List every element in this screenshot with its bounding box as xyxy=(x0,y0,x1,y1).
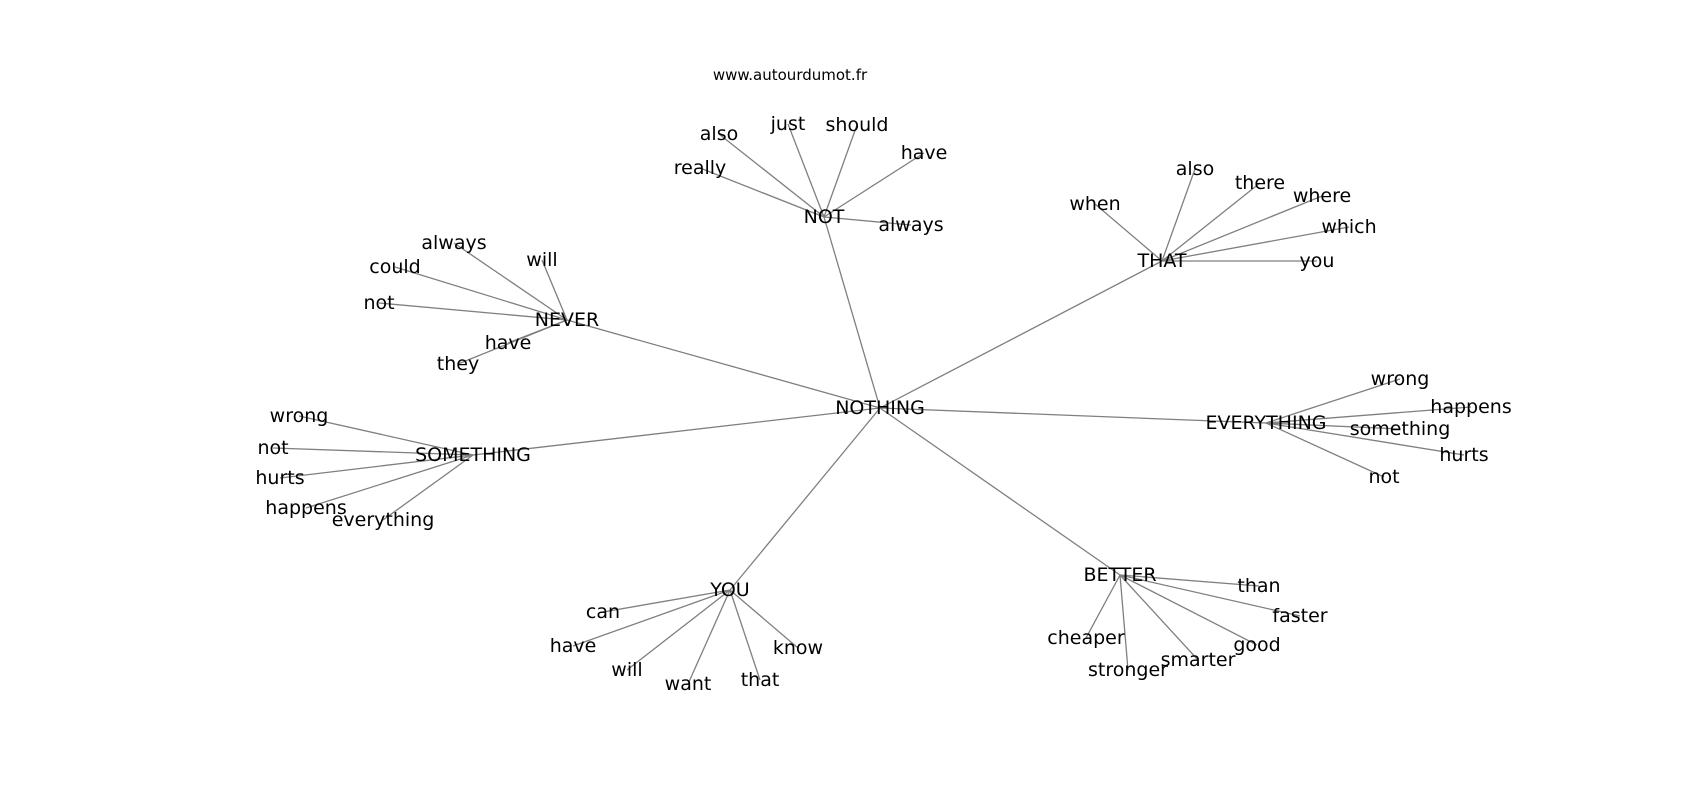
leaf-word-you-have: have xyxy=(550,635,597,657)
leaf-word-better-faster: faster xyxy=(1272,605,1327,627)
branch-word-something: SOMETHING xyxy=(415,444,531,466)
leaf-word-not-also: also xyxy=(700,123,738,145)
edge-you-know xyxy=(729,589,799,649)
leaf-word-you-will: will xyxy=(611,659,642,681)
edge-better-than xyxy=(1119,574,1260,587)
branch-word-you: YOU xyxy=(709,579,749,601)
leaf-word-you-know: know xyxy=(773,637,823,659)
edge-not-have xyxy=(823,152,925,218)
leaf-word-never-have: have xyxy=(485,332,532,354)
edge-center-everything xyxy=(879,407,1267,424)
edge-better-smarter xyxy=(1119,574,1199,661)
leaf-word-never-always: always xyxy=(421,232,486,254)
branch-word-everything: EVERYTHING xyxy=(1205,412,1326,434)
leaf-word-everything-wrong: wrong xyxy=(1371,368,1430,390)
branch-word-never: NEVER xyxy=(535,309,599,331)
leaf-word-everything-not: not xyxy=(1368,466,1399,488)
leaf-word-something-not: not xyxy=(257,437,288,459)
edge-that-which xyxy=(1161,226,1350,262)
edge-center-never xyxy=(566,319,881,409)
leaf-word-not-should: should xyxy=(826,114,889,136)
edge-not-just xyxy=(787,123,825,218)
edge-better-stronger xyxy=(1119,574,1129,671)
edge-never-could xyxy=(394,266,568,321)
edge-never-always xyxy=(453,242,568,321)
edge-not-always xyxy=(823,216,912,226)
leaf-word-everything-something: something xyxy=(1350,418,1451,440)
edge-never-they xyxy=(457,319,568,365)
edge-center-something xyxy=(472,407,881,456)
edge-better-good xyxy=(1119,574,1258,646)
edge-never-not xyxy=(378,302,568,321)
edge-you-will xyxy=(626,589,731,671)
edge-that-there xyxy=(1161,182,1261,262)
leaf-word-better-stronger: stronger xyxy=(1088,659,1168,681)
leaf-word-you-want: want xyxy=(665,673,712,695)
edge-everything-hurts xyxy=(1265,422,1465,456)
edge-center-not xyxy=(823,216,881,409)
leaf-word-that-where: where xyxy=(1293,185,1351,207)
edge-everything-something xyxy=(1265,422,1401,430)
edge-never-will xyxy=(541,259,568,321)
edge-better-faster xyxy=(1119,574,1301,617)
edge-everything-not xyxy=(1265,422,1385,478)
leaf-word-that-when: when xyxy=(1069,193,1120,215)
leaf-word-everything-happens: happens xyxy=(1430,396,1511,418)
edge-something-wrong xyxy=(298,415,474,456)
labels-layer: NOTHING NOT also just should have really always… xyxy=(255,113,1511,695)
edge-you-have xyxy=(572,589,731,647)
leaf-word-better-cheaper: cheaper xyxy=(1047,627,1125,649)
leaf-word-everything-hurts: hurts xyxy=(1439,444,1488,466)
edges-layer xyxy=(272,123,1472,685)
leaf-word-you-can: can xyxy=(586,601,620,623)
edge-everything-wrong xyxy=(1265,378,1401,424)
leaf-word-something-wrong: wrong xyxy=(270,405,329,427)
branch-word-not: NOT xyxy=(804,206,845,228)
branch-word-that: THAT xyxy=(1136,250,1186,272)
edge-better-cheaper xyxy=(1085,574,1121,639)
edge-you-want xyxy=(687,589,731,685)
edge-that-where xyxy=(1161,195,1323,262)
edge-something-everything xyxy=(382,454,474,521)
edge-not-also xyxy=(718,133,825,218)
leaf-word-never-will: will xyxy=(526,249,557,271)
leaf-word-not-really: really xyxy=(674,157,727,179)
edge-you-that xyxy=(729,589,761,681)
leaf-word-something-happens: happens xyxy=(265,497,346,519)
leaf-word-that-also: also xyxy=(1176,158,1214,180)
edge-center-that xyxy=(879,260,1163,409)
leaf-word-something-hurts: hurts xyxy=(255,467,304,489)
edge-something-happens xyxy=(305,454,474,509)
edge-you-can xyxy=(602,589,731,613)
edge-that-also xyxy=(1161,168,1196,262)
edge-something-hurts xyxy=(279,454,474,479)
edge-center-better xyxy=(879,407,1121,576)
leaf-word-not-have: have xyxy=(901,142,948,164)
branch-word-better: BETTER xyxy=(1083,564,1156,586)
leaf-word-something-everything: everything xyxy=(332,509,435,531)
leaf-word-not-always: always xyxy=(878,214,943,236)
leaf-word-never-could: could xyxy=(369,256,420,278)
edge-everything-happens xyxy=(1265,406,1472,424)
leaf-word-that-there: there xyxy=(1235,172,1285,194)
leaf-word-better-smarter: smarter xyxy=(1161,649,1236,671)
leaf-word-that-which: which xyxy=(1321,216,1376,238)
leaf-word-that-you: you xyxy=(1300,250,1335,272)
leaf-word-better-good: good xyxy=(1233,634,1280,656)
edge-not-should xyxy=(823,124,858,218)
edge-not-really xyxy=(699,167,825,218)
edge-center-you xyxy=(729,407,881,591)
edge-that-when xyxy=(1094,203,1163,262)
leaf-word-not-just: just xyxy=(770,113,806,135)
edge-something-not xyxy=(272,447,474,456)
leaf-word-you-that: that xyxy=(741,669,780,691)
leaf-word-never-they: they xyxy=(437,353,479,375)
leaf-word-better-than: than xyxy=(1237,575,1280,597)
leaf-word-never-not: not xyxy=(363,292,394,314)
source-url: www.autourdumot.fr xyxy=(712,66,868,84)
center-word: NOTHING xyxy=(835,397,925,419)
